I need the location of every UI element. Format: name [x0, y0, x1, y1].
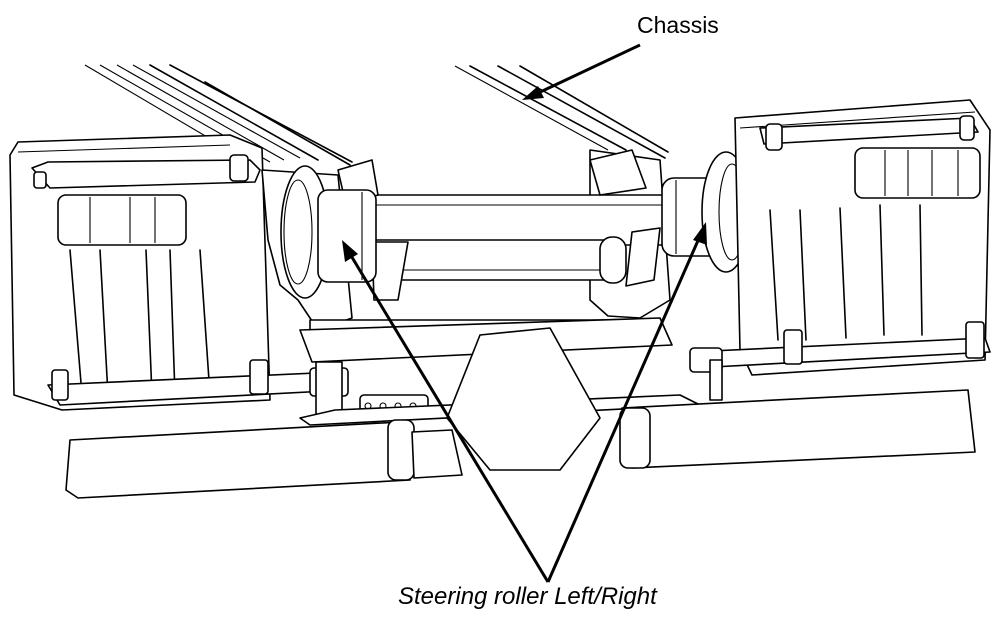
- right-roller-callout-arrow: [546, 222, 707, 583]
- steering-roller-label: Steering roller Left/Right: [398, 583, 657, 610]
- left-roller-callout-arrow: [342, 240, 550, 583]
- center-frame: [261, 149, 751, 471]
- chassis-rails-left: [84, 64, 353, 168]
- chassis-label: Chassis: [637, 12, 719, 38]
- left-steering-roller: [317, 189, 377, 283]
- right-bracket-assembly: [689, 99, 991, 401]
- bumper-bars: [65, 389, 976, 499]
- left-bracket-assembly: [9, 134, 349, 411]
- chassis-rails-right: [454, 65, 669, 159]
- chassis-callout-arrow: [522, 43, 641, 100]
